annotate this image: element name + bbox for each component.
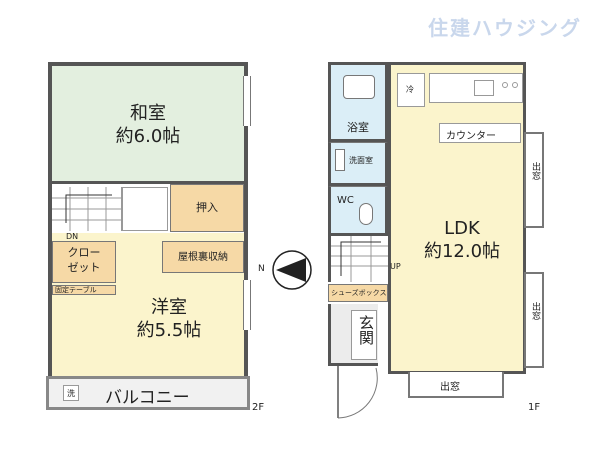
bay-window-right-bottom-label: 出窓 (530, 302, 540, 320)
window-washitsu (243, 76, 251, 126)
fridge-label: 冷 (406, 85, 414, 94)
room-yokushitsu-label: 浴室 (347, 121, 369, 134)
room-closet-line1: クロー (67, 246, 101, 259)
bay-window-right-top: 出窓 (524, 132, 544, 228)
room-washitsu-name: 和室 (130, 103, 166, 124)
stairs-2f-lines (52, 187, 122, 231)
stairs-dn-label: DN (66, 232, 79, 241)
stairs-2f (52, 187, 122, 231)
fixed-table-label: 固定テーブル (55, 286, 97, 294)
room-genkan-label: 玄関 (357, 315, 375, 345)
shoes-box: シューズボックス (328, 284, 388, 302)
room-genkan: 玄関 (328, 304, 378, 366)
room-ldk-name: LDK (444, 218, 480, 239)
window-yoshitsu (243, 280, 251, 330)
room-yoshitsu-name: 洋室 (151, 297, 187, 318)
room-washitsu: 和室 約6.0帖 (52, 66, 244, 184)
bay-window-right-bottom: 出窓 (524, 272, 544, 368)
room-ldk-size: 約12.0帖 (423, 241, 501, 263)
bay-window-bottom: 出窓 (408, 372, 504, 398)
room-oshiire-label: 押入 (196, 201, 218, 214)
room-oshiire: 押入 (170, 184, 244, 232)
shoes-box-label: シューズボックス (331, 289, 387, 297)
stairs-1f (328, 236, 391, 282)
room-closet: クロー ゼット (52, 241, 116, 283)
stairs-1f-lines (331, 236, 391, 282)
room-yane-ura-storage: 屋根裏収納 (162, 241, 244, 273)
floor-2f-label: 2F (252, 402, 265, 413)
compass-icon (272, 250, 312, 290)
room-senmenjo: 洗面室 (328, 142, 388, 186)
counter-label: カウンター (446, 131, 496, 142)
balcony: 洗 バルコニー (46, 376, 250, 410)
room-yokushitsu: 浴室 (328, 62, 388, 142)
stairs-up-label: UP (390, 262, 401, 271)
washer-label: 洗 (67, 389, 75, 398)
room-washitsu-size: 約6.0帖 (115, 126, 181, 148)
floor-1f-label: 1F (528, 402, 541, 413)
compass: N (258, 248, 314, 294)
kitchen-counter (429, 73, 523, 103)
room-wc: WC (328, 186, 388, 236)
bay-window-right-top-label: 出窓 (530, 162, 540, 180)
balcony-label: バルコニー (105, 388, 190, 408)
room-ldk: 冷 カウンター LDK 約12.0帖 (388, 62, 526, 374)
room-yoshitsu-label: 洋室 約5.5帖 (114, 296, 224, 343)
bay-window-bottom-label: 出窓 (440, 382, 460, 393)
room-closet-line2: ゼット (67, 260, 101, 274)
company-logo: 住建ハウジング (428, 16, 582, 40)
floor-1f-plan: 浴室 洗面室 WC シューズボックス 玄関 (324, 58, 554, 438)
room-yane-ura-label: 屋根裏収納 (178, 252, 228, 263)
room-senmenjo-label: 洗面室 (349, 156, 373, 165)
hallway-2f (122, 187, 168, 231)
counter: カウンター (439, 123, 521, 143)
entrance-door-icon (337, 366, 378, 419)
room-wc-label: WC (337, 195, 354, 206)
floor-2f-plan: 和室 約6.0帖 押入 DN クロー ゼット 屋根裏収納 (44, 58, 262, 418)
room-yoshitsu-size: 約5.5帖 (136, 320, 202, 342)
compass-north-letter: N (258, 264, 265, 274)
fixed-table: 固定テーブル (52, 285, 116, 295)
